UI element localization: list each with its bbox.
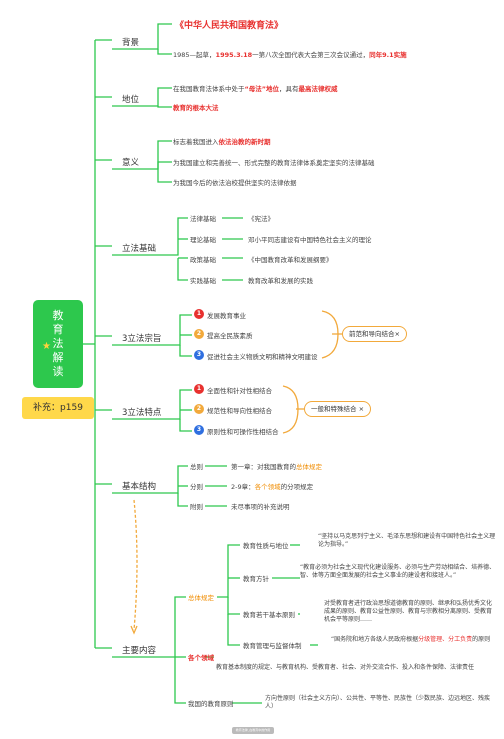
number-badge: 3 bbox=[194, 425, 204, 435]
branch-background[interactable]: 背景 bbox=[122, 38, 140, 48]
timeline-date: 1995.3.18 bbox=[215, 51, 253, 59]
structure-highlight: 各个领域 bbox=[254, 483, 281, 491]
structure-text: 的分项规定 bbox=[280, 483, 314, 491]
significance-line-2: 为我国建立和完善统一、形式完整的教育法律体系奠定坚实的法律基础 bbox=[173, 159, 375, 167]
root-node[interactable]: 教 育 法 解 读 ★ bbox=[33, 300, 83, 388]
content-value: 对受教育者进行政治思想道德教育的原则、继承和弘扬优秀文化成果的原则、教育公益性原… bbox=[324, 600, 493, 623]
significance-highlight: 依法治教的新时期 bbox=[218, 138, 271, 146]
significance-text: 标志着我国进入 bbox=[173, 138, 219, 146]
structure-key: 附则 bbox=[190, 503, 203, 511]
purpose-item: 提高全民族素质 bbox=[207, 332, 253, 340]
number-badge: 2 bbox=[194, 329, 204, 339]
content-key: 教育管理与监督体制 bbox=[243, 642, 302, 650]
content-text: 的原则 bbox=[472, 636, 491, 643]
root-title-char: 解 bbox=[52, 351, 64, 364]
structure-value: 未尽事项的补充说明 bbox=[231, 503, 290, 511]
number-badge: 1 bbox=[194, 309, 204, 319]
structure-text: 第一章：对我国教育的 bbox=[231, 463, 296, 471]
structure-value: 第一章：对我国教育的总体规定 bbox=[231, 461, 322, 471]
content-fields-text: 教育基本制度的规定、与教育机构、受教育者、社会、对外交流合作、投入和条件保障、法… bbox=[216, 664, 475, 671]
root-title-char: 教 bbox=[52, 309, 64, 322]
purpose-summary-pill[interactable]: 前范和导向结合× bbox=[342, 326, 407, 342]
branch-basic-structure[interactable]: 基本结构 bbox=[122, 482, 157, 492]
structure-text: 2-9章： bbox=[231, 483, 255, 491]
content-highlight: 分级管理、分工负责 bbox=[418, 636, 473, 643]
content-group-principles: 我国的教育原则 bbox=[188, 700, 234, 708]
basis-value: 《中国教育改革和发展纲要》 bbox=[248, 256, 333, 264]
significance-line-1: 标志着我国进入依法治教的新时期 bbox=[173, 136, 271, 146]
basis-value: 邓小平同志建设有中国特色社会主义的理论 bbox=[248, 236, 372, 244]
feature-summary-pill[interactable]: 一般和特殊结合 × bbox=[304, 401, 372, 417]
feature-item: 全面性和针对性相结合 bbox=[207, 387, 272, 395]
content-key: 教育性质与地位 bbox=[243, 542, 289, 550]
content-value: “教育必须为社会主义现代化建设服务、必须与生产劳动相结合、培养德、智、体等方面全… bbox=[300, 564, 496, 579]
background-timeline: 1985—起草，1995.3.18一第八次全国代表大会第三次会议通过，同年9.1… bbox=[173, 49, 407, 59]
branch-main-content[interactable]: 主要内容 bbox=[122, 646, 157, 656]
content-principles-text: 方向性原则（社会主义方向）、公共性、平等性、民族性（少数民族、边远地区、残疾人） bbox=[265, 695, 491, 710]
branch-significance[interactable]: 意义 bbox=[122, 158, 140, 168]
branch-legislative-basis[interactable]: 立法基础 bbox=[122, 244, 157, 254]
number-badge: 2 bbox=[194, 404, 204, 414]
content-value: “国务院和地方各级人民政府根据分级管理、分工负责的原则 bbox=[331, 636, 496, 644]
root-title-char: 育 bbox=[52, 323, 64, 336]
law-title: 《中华人民共和国教育法》 bbox=[175, 21, 284, 31]
branch-status[interactable]: 地位 bbox=[122, 95, 140, 105]
branch-legislative-purpose[interactable]: 3立法宗旨 bbox=[122, 334, 162, 344]
basis-key: 理论基础 bbox=[190, 236, 216, 244]
significance-line-3: 为我国今后的依法治校提供坚实的法律依据 bbox=[173, 179, 297, 187]
feature-item: 原则性和可操作性相结合 bbox=[207, 428, 279, 436]
structure-key: 总则 bbox=[190, 463, 203, 471]
timeline-effective: 同年9.1实施 bbox=[369, 51, 407, 59]
timeline-text: 1985—起草， bbox=[173, 51, 216, 59]
footer-watermark: 教育法律_在教育中的作用 bbox=[232, 727, 274, 734]
status-text: 在我国教育法体系中处于 bbox=[173, 85, 245, 93]
structure-highlight: 总体规定 bbox=[296, 463, 322, 471]
root-title-char: 法 bbox=[52, 337, 64, 350]
purpose-item: 促进社会主义物质文明和精神文明建设 bbox=[207, 353, 318, 361]
status-line-2: 教育的根本大法 bbox=[173, 104, 219, 112]
structure-key: 分则 bbox=[190, 483, 203, 491]
star-icon: ★ bbox=[42, 341, 51, 352]
basis-key: 法律基础 bbox=[190, 215, 216, 223]
content-key: 教育若干基本原则 bbox=[243, 611, 295, 619]
content-value: “坚持以马克思列宁主义、毛泽东思想和建设有中国特色社会主义理论为指导。” bbox=[318, 533, 496, 548]
status-authority: 最高法律权威 bbox=[298, 85, 338, 93]
branch-legislative-features[interactable]: 3立法特点 bbox=[122, 408, 162, 418]
basis-value: 《宪法》 bbox=[248, 215, 274, 223]
basis-value: 教育改革和发展的实践 bbox=[248, 277, 313, 285]
purpose-item: 发展教育事业 bbox=[207, 312, 246, 320]
content-text: “国务院和地方各级人民政府根据 bbox=[331, 636, 419, 643]
root-title-char: 读 bbox=[52, 365, 64, 378]
status-line-1: 在我国教育法体系中处于“母法”地位，具有最高法律权威 bbox=[173, 83, 338, 93]
basis-key: 政策基础 bbox=[190, 256, 216, 264]
structure-value: 2-9章：各个领域的分项规定 bbox=[231, 481, 313, 491]
status-text: ，具有 bbox=[279, 85, 299, 93]
basis-key: 实践基础 bbox=[190, 277, 216, 285]
content-key: 教育方针 bbox=[243, 575, 269, 583]
status-mother-law: “母法”地位 bbox=[244, 85, 280, 93]
number-badge: 3 bbox=[194, 350, 204, 360]
content-group-fields: 各个领域 bbox=[188, 654, 214, 662]
content-group-general: 总体规定 bbox=[188, 594, 214, 602]
number-badge: 1 bbox=[194, 384, 204, 394]
feature-item: 规范性和导向性相结合 bbox=[207, 407, 272, 415]
timeline-text: 一第八次全国代表大会第三次会议通过， bbox=[252, 51, 370, 59]
supplement-note[interactable]: 补充：p159 bbox=[22, 397, 94, 419]
